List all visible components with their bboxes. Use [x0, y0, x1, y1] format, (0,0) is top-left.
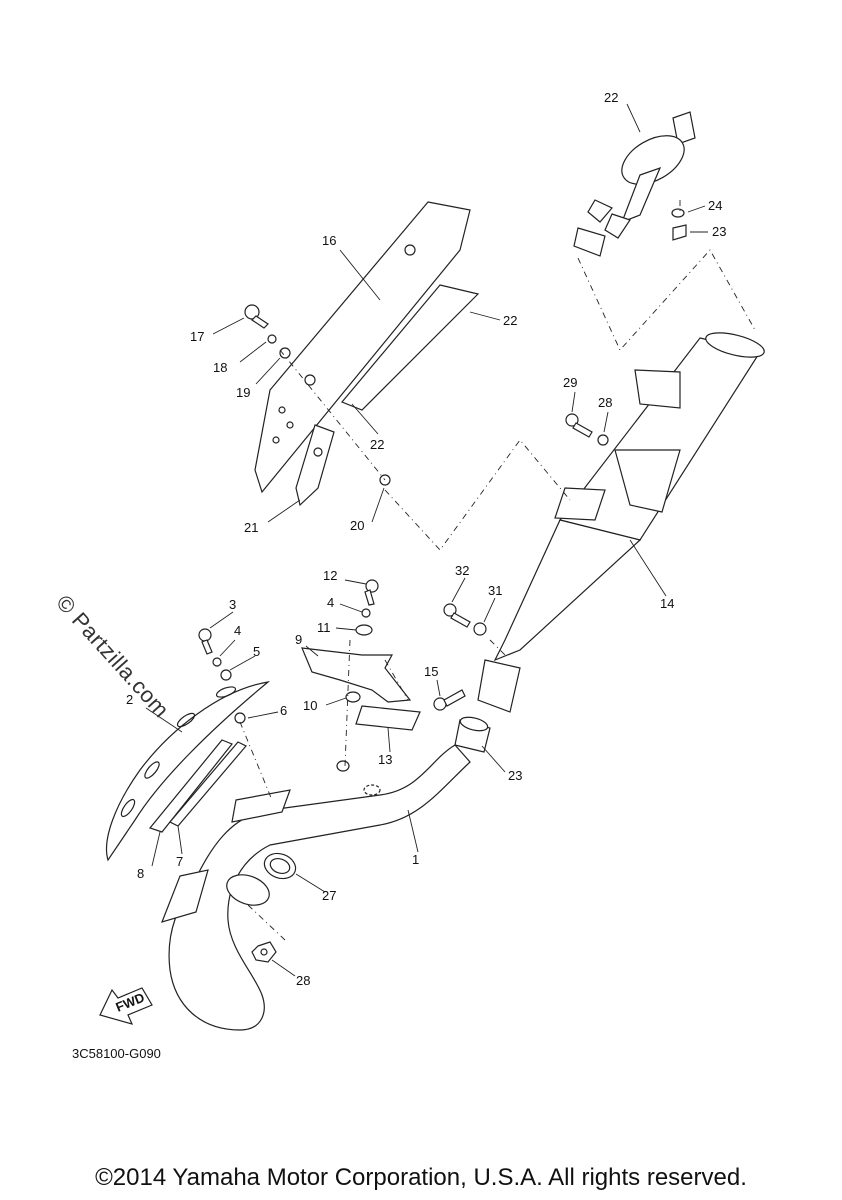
callout-8: 8 — [137, 866, 144, 881]
part-27-gasket-inner — [269, 857, 291, 875]
part-9-bracket — [301, 647, 412, 703]
callout-numbers: 22 24 23 16 17 18 19 22 22 21 29 28 21 2… — [126, 90, 726, 881]
callout-extra: 22 21 23 27 28 — [244, 437, 522, 988]
part-11-collar — [355, 624, 373, 636]
callout-12: 12 — [323, 568, 337, 583]
part-17-bolt — [244, 304, 269, 329]
part-4-washer-a — [212, 657, 222, 667]
callout-29: 28 — [598, 395, 612, 410]
part-3-bolt — [198, 628, 213, 655]
part-28-nut — [251, 941, 277, 963]
part-24-end-cap — [573, 111, 696, 257]
part-21-guard — [295, 424, 335, 507]
part-26-washer — [671, 208, 685, 218]
part-4-washer-b — [361, 608, 371, 618]
part-30-bolt — [565, 413, 593, 438]
callout-26: 24 — [708, 198, 722, 213]
callout-7: 7 — [176, 854, 183, 869]
callout-24: 22 — [604, 90, 618, 105]
catalog-code: 3C58100-G090 — [72, 1046, 161, 1061]
part-12-bolt — [364, 579, 379, 606]
part-31-washer — [473, 622, 487, 636]
part-16-protector — [254, 201, 471, 494]
part-19-collar — [279, 347, 291, 359]
callout-17: 17 — [190, 329, 204, 344]
part-22-insulator-a — [341, 284, 480, 411]
callout-19: 19 — [236, 385, 250, 400]
part-13-damper — [355, 705, 421, 731]
callout-2: 2 — [126, 692, 133, 707]
callout-4b: 4 — [327, 595, 334, 610]
part-15-bolt — [433, 689, 466, 711]
callout-4a: 4 — [234, 623, 241, 638]
callout-28-right: 28 — [296, 973, 310, 988]
callout-14: 14 — [660, 596, 674, 611]
callout-5: 5 — [253, 644, 260, 659]
callout-16: 16 — [322, 233, 336, 248]
callout-22a: 22 — [503, 313, 517, 328]
callout-22-lower: 22 — [370, 437, 384, 452]
part-29-washer — [597, 434, 609, 446]
part-32-bolt — [443, 603, 471, 628]
callout-30: 29 — [563, 375, 577, 390]
callout-1: 1 — [412, 852, 419, 867]
callout-6: 6 — [280, 703, 287, 718]
callout-9: 9 — [295, 632, 302, 647]
part-6-collar — [234, 712, 246, 724]
callout-13: 13 — [378, 752, 392, 767]
part-27-gasket — [263, 852, 297, 880]
part-10-collar — [345, 691, 361, 703]
callout-31: 31 — [488, 583, 502, 598]
part-18-washer — [267, 334, 277, 344]
callout-3: 3 — [229, 597, 236, 612]
part-1-exhaust-pipe — [160, 744, 471, 1031]
part-23-gasket — [454, 716, 491, 753]
part-25-screw — [672, 224, 687, 241]
part-8-heat-insulator — [148, 739, 233, 833]
callout-10: 10 — [303, 698, 317, 713]
leader-lines — [145, 103, 708, 977]
callout-20: 20 — [350, 518, 364, 533]
callout-25: 23 — [712, 224, 726, 239]
part-14-muffler — [477, 332, 765, 713]
callout-15: 15 — [424, 664, 438, 679]
copyright-notice: ©2014 Yamaha Motor Corporation, U.S.A. A… — [95, 1164, 747, 1191]
assembly-lines — [239, 200, 756, 941]
part-2-pipe-protector — [105, 681, 271, 862]
fwd-arrow: FWD — [99, 987, 153, 1025]
callout-11: 11 — [317, 620, 331, 635]
callout-32: 32 — [455, 563, 469, 578]
callout-18: 18 — [213, 360, 227, 375]
part-5-collar — [220, 669, 232, 681]
callout-21-lower: 21 — [244, 520, 258, 535]
callout-27-right: 27 — [322, 888, 336, 903]
callout-23-right: 23 — [508, 768, 522, 783]
